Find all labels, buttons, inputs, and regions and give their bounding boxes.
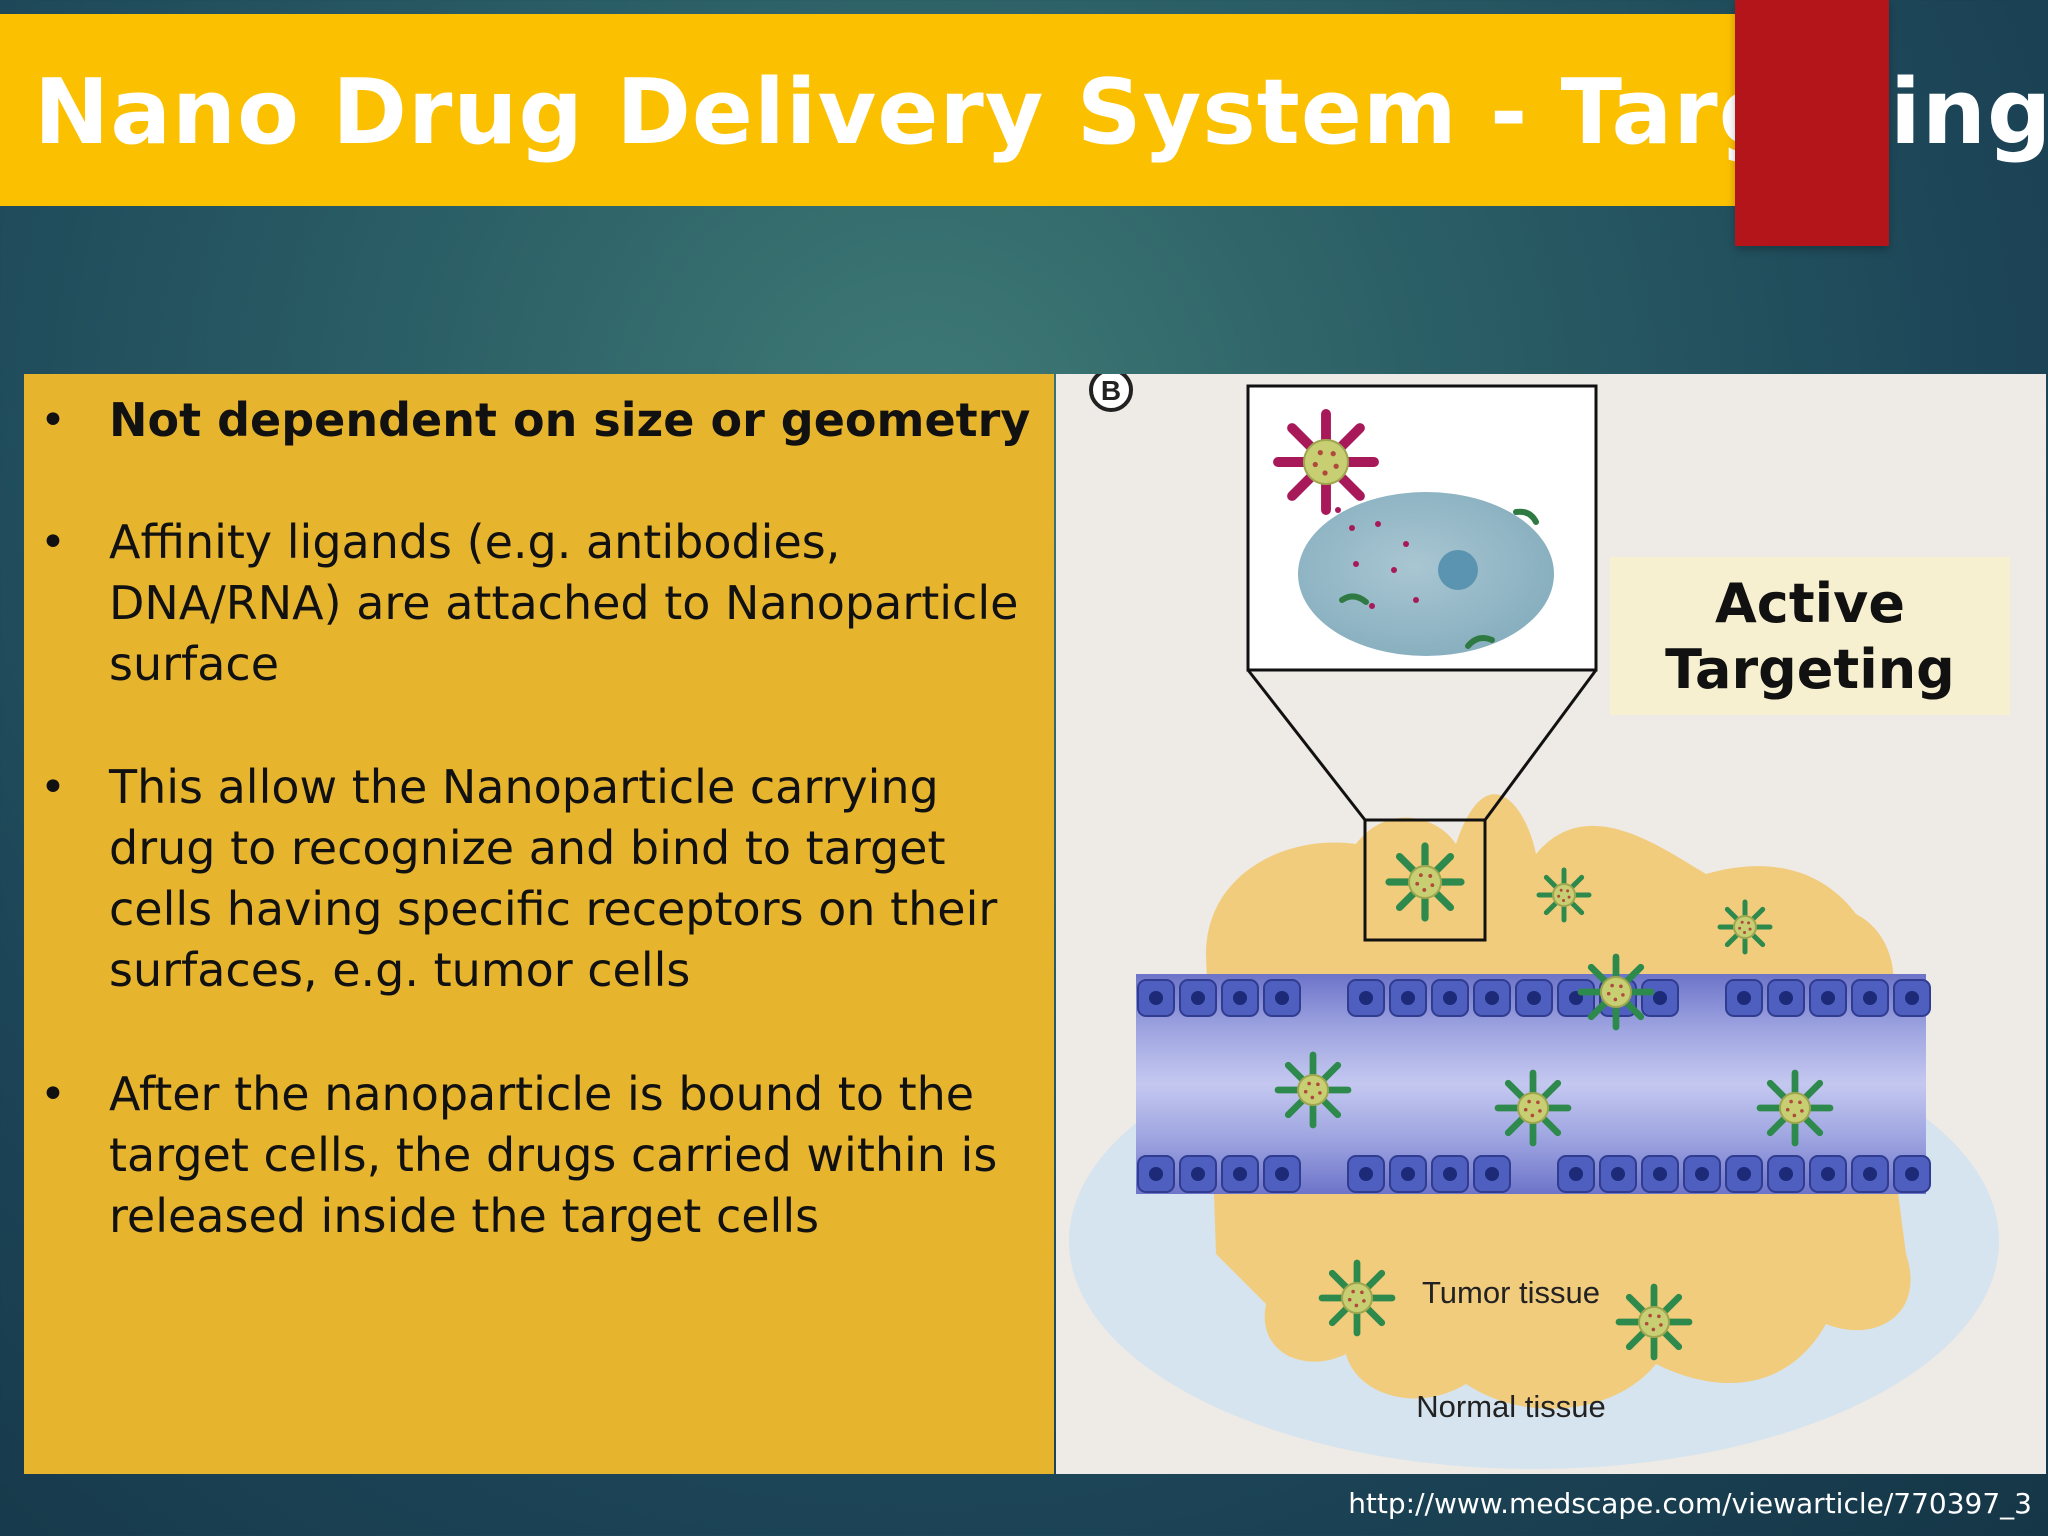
endothelial-cell (1515, 979, 1553, 1017)
receptor-icons (1339, 508, 1539, 649)
svg-text:B: B (1101, 375, 1121, 406)
cell-nucleus (1438, 550, 1478, 590)
endothelial-cell (1725, 979, 1763, 1017)
title-accent-block (1735, 0, 1889, 246)
source-url: http://www.medscape.com/viewarticle/7703… (1348, 1487, 2032, 1520)
endothelial-cell (1263, 1155, 1301, 1193)
endothelial-cell (1137, 979, 1175, 1017)
endothelial-cell (1557, 1155, 1595, 1193)
zoom-line-right (1483, 669, 1598, 821)
endothelial-cell (1389, 979, 1427, 1017)
endothelial-cell (1431, 979, 1469, 1017)
endothelial-cell (1767, 1155, 1805, 1193)
endothelial-cell (1851, 979, 1889, 1017)
targeting-diagram: B Tumor tissue Normal tissue (1069, 374, 1999, 1469)
endothelial-cell (1851, 1155, 1889, 1193)
endothelial-cells-bottom (1137, 1155, 1931, 1193)
endothelial-cell (1641, 979, 1679, 1017)
normal-tissue-label: Normal tissue (1416, 1389, 1606, 1424)
endothelial-cell (1473, 1155, 1511, 1193)
title-bar (0, 14, 1738, 206)
bullet-dot: • (40, 395, 66, 446)
endothelial-cell (1473, 979, 1511, 1017)
bullet-text: After the nanoparticle is bound to the t… (109, 1067, 998, 1243)
bullet-text: This allow the Nanoparticle carrying dru… (109, 760, 998, 997)
endothelial-cell (1263, 979, 1301, 1017)
zoom-source-box (1363, 818, 1487, 942)
nanoparticle (1273, 409, 1379, 515)
nanoparticle (1385, 842, 1465, 922)
endothelial-cell (1599, 1155, 1637, 1193)
nanoparticle (1274, 1051, 1352, 1129)
bullet-dot: • (40, 1069, 66, 1120)
released-drug-dots (1335, 507, 1419, 609)
tumor-tissue-label: Tumor tissue (1422, 1275, 1600, 1310)
text-panel: • Not dependent on size or geometry • Af… (24, 374, 1054, 1474)
slide-title: Nano Drug Delivery System - Targeting (34, 60, 2048, 165)
zoom-line-left (1246, 669, 1367, 821)
bullet-dot: • (40, 762, 66, 813)
endothelial-cell (1893, 1155, 1931, 1193)
nanoparticle (1318, 1259, 1396, 1337)
bullet-dot: • (40, 517, 66, 568)
nanoparticle (1717, 899, 1773, 955)
endothelial-cells-top (1137, 979, 1931, 1017)
endothelial-cell (1683, 1155, 1721, 1193)
endothelial-cell (1431, 1155, 1469, 1193)
active-targeting-callout: Active Targeting (1610, 557, 2010, 715)
targeting-figure: B Tumor tissue Normal tissue (1056, 374, 2046, 1474)
endothelial-cell (1389, 1155, 1427, 1193)
targeted-nanoparticle (1273, 409, 1379, 515)
endothelial-cell (1767, 979, 1805, 1017)
nanoparticle (1756, 1069, 1834, 1147)
endothelial-cell (1725, 1155, 1763, 1193)
endothelial-cell (1137, 1155, 1175, 1193)
endothelial-cell (1179, 979, 1217, 1017)
bullet-text: Not dependent on size or geometry (109, 393, 1031, 447)
endothelial-cell (1347, 1155, 1385, 1193)
nanoparticle (1494, 1069, 1572, 1147)
endothelial-cell (1809, 979, 1847, 1017)
nanoparticle-layer (1274, 842, 1834, 1361)
panel-letter-b: B (1089, 374, 1133, 412)
endothelial-cell (1641, 1155, 1679, 1193)
bullet-text: Affinity ligands (e.g. antibodies, DNA/R… (109, 515, 1019, 691)
nanoparticle (1536, 867, 1592, 923)
target-cell (1298, 492, 1554, 656)
endothelial-cell (1221, 979, 1259, 1017)
endothelial-cell (1347, 979, 1385, 1017)
nanoparticle (1577, 953, 1655, 1031)
active-targeting-label: Active Targeting (1665, 572, 1955, 701)
nanoparticle (1615, 1283, 1693, 1361)
endothelial-cell (1179, 1155, 1217, 1193)
endothelial-cell (1557, 979, 1595, 1017)
endothelial-cell (1809, 1155, 1847, 1193)
endothelial-cell (1221, 1155, 1259, 1193)
endothelial-cell (1893, 979, 1931, 1017)
